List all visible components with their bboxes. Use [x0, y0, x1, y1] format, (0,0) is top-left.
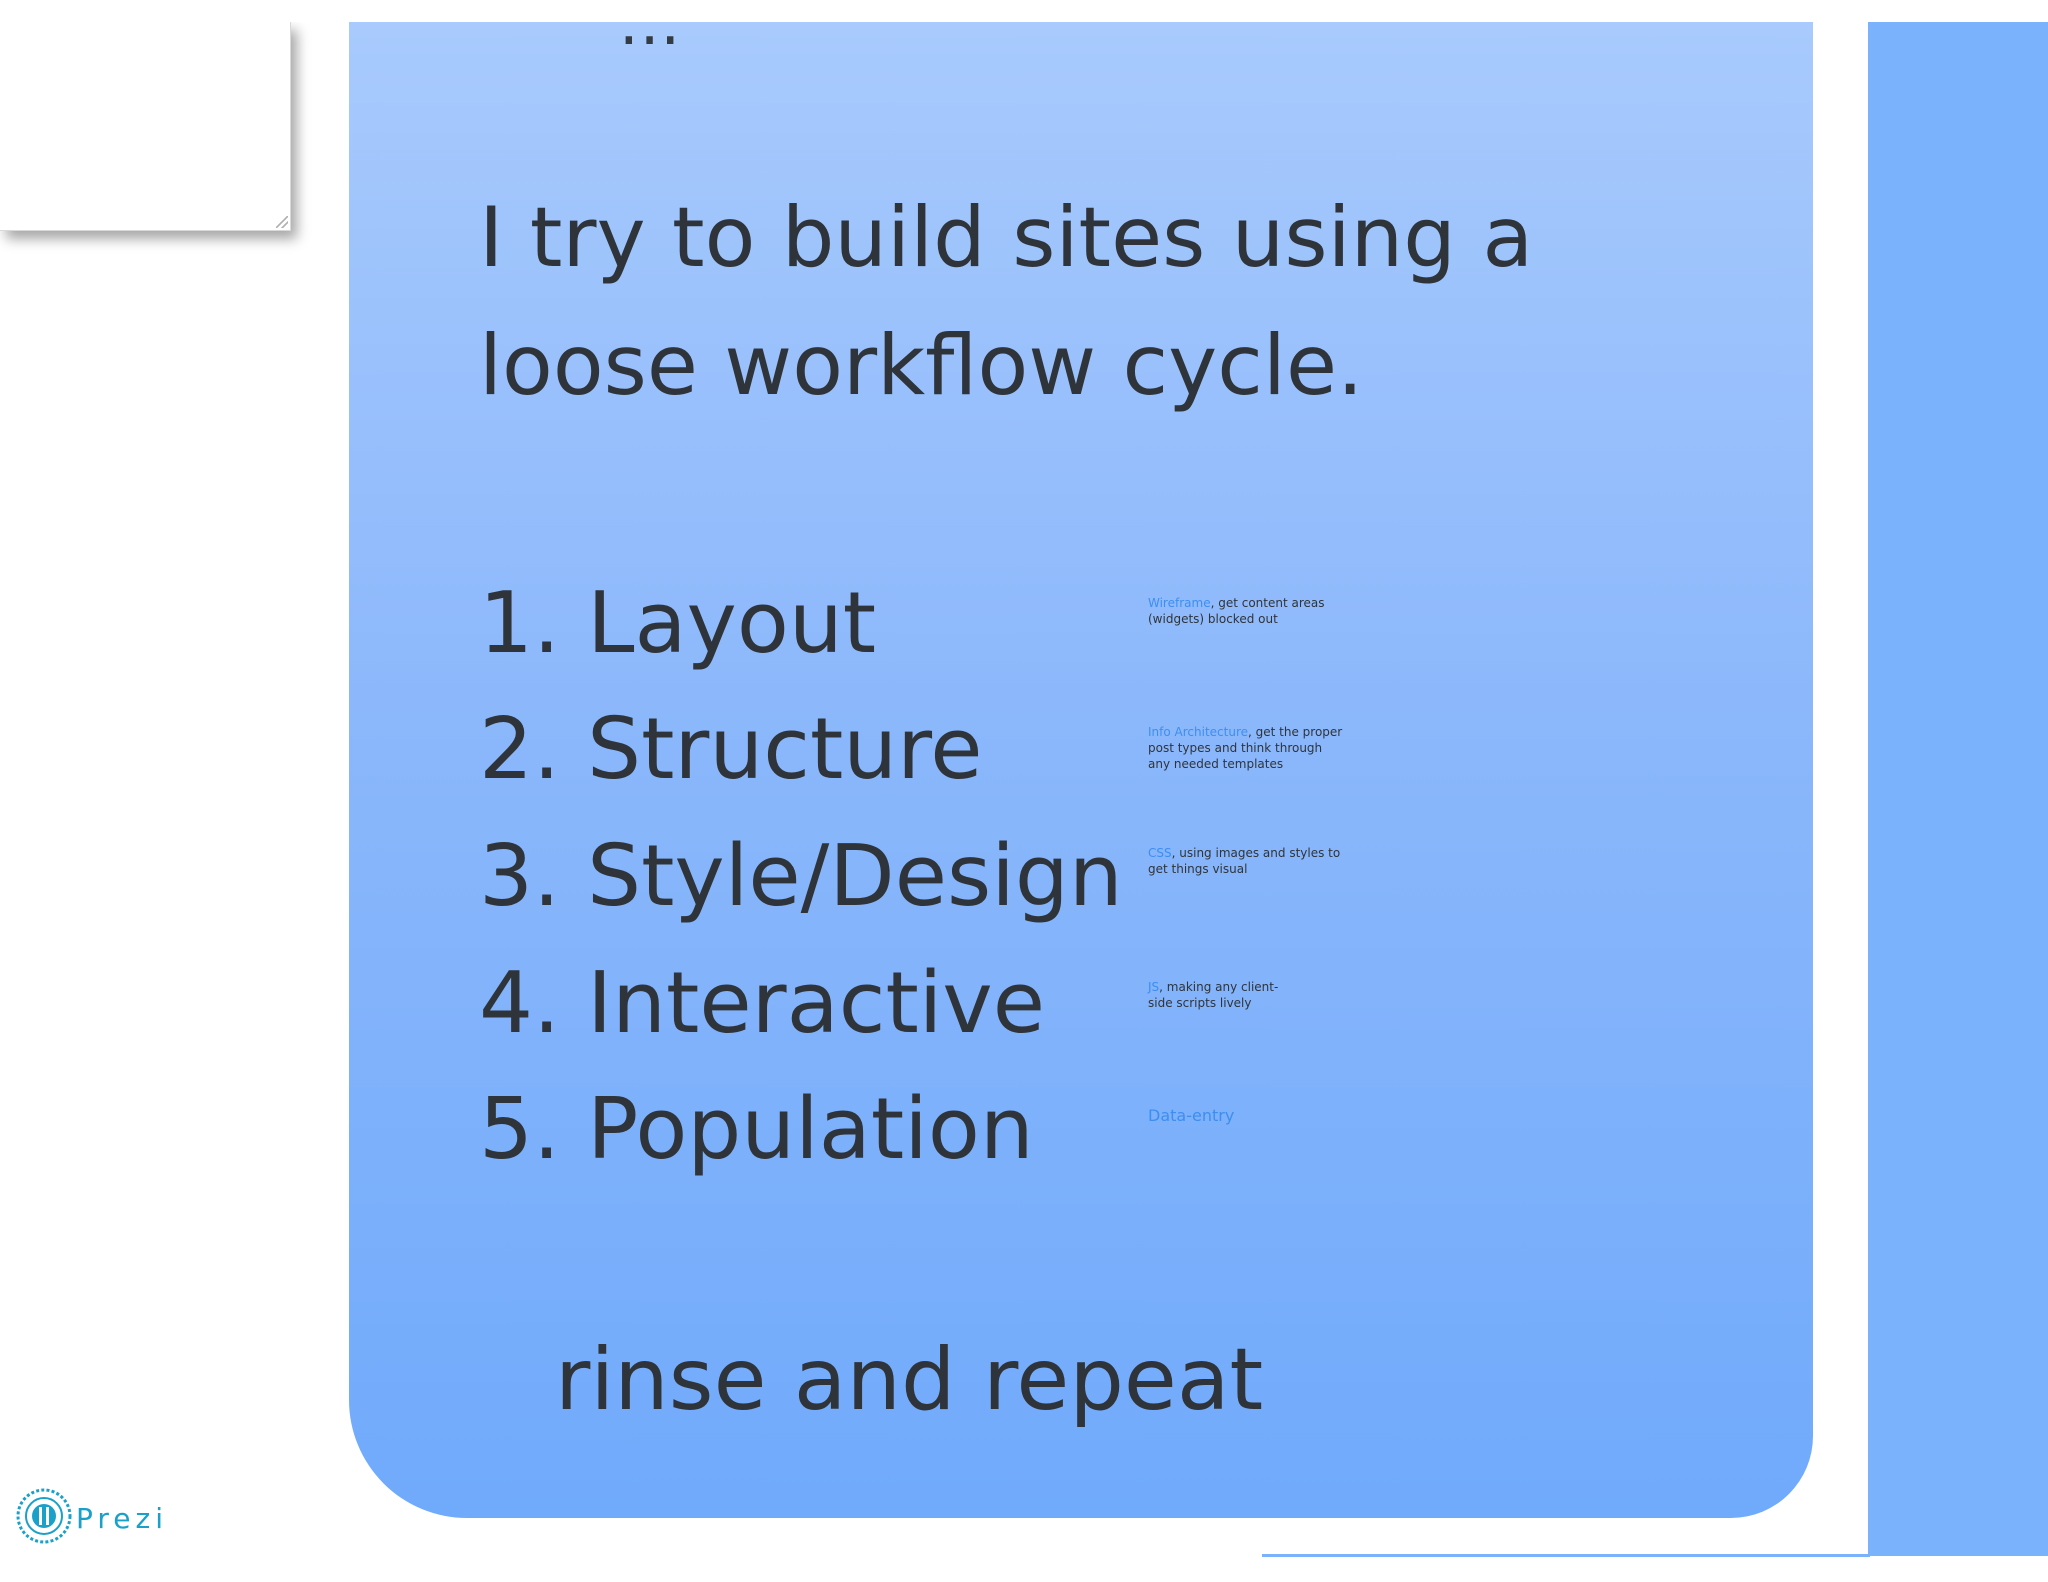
prezi-logo-icon	[16, 1488, 72, 1548]
note-structure: Info Architecture, get the proper post t…	[1148, 724, 1348, 772]
note-layout-keyword: Wireframe	[1148, 596, 1211, 610]
popup-panel	[0, 22, 291, 231]
step-interactive: 4. Interactive	[479, 954, 1045, 1053]
step-structure: 2. Structure	[479, 700, 983, 799]
note-population-keyword: Data-entry	[1148, 1106, 1235, 1125]
resize-grip-icon[interactable]	[276, 216, 288, 228]
top-edge	[0, 0, 2048, 22]
step-population: 5. Population	[479, 1080, 1034, 1179]
slide-card: ... I try to build sites using a loose w…	[349, 0, 1813, 1518]
note-interactive-keyword: JS	[1148, 980, 1160, 994]
note-style-text: , using images and styles to get things …	[1148, 846, 1341, 876]
note-structure-keyword: Info Architecture	[1148, 725, 1248, 739]
next-slide-edge	[1868, 22, 2048, 1556]
step-layout: 1. Layout	[479, 574, 877, 673]
prezi-logo[interactable]: Prezi	[16, 1488, 168, 1548]
step-style-design: 3. Style/Design	[479, 827, 1123, 926]
note-style-design: CSS, using images and styles to get thin…	[1148, 845, 1348, 877]
note-layout: Wireframe, get content areas (widgets) b…	[1148, 595, 1348, 627]
note-population: Data-entry	[1148, 1108, 1348, 1124]
slide-closing-text: rinse and repeat	[555, 1330, 1264, 1430]
note-structure-text: , get the proper post types and think th…	[1148, 725, 1343, 771]
slide-frame-line	[1262, 1554, 1870, 1557]
note-layout-text: , get content areas (widgets) blocked ou…	[1148, 596, 1325, 626]
note-interactive-text: , making any client-side scripts lively	[1148, 980, 1279, 1010]
prezi-logo-text: Prezi	[76, 1501, 168, 1535]
note-interactive: JS, making any client-side scripts livel…	[1148, 979, 1288, 1011]
note-style-keyword: CSS	[1148, 846, 1172, 860]
slide-heading: I try to build sites using a loose workf…	[479, 189, 1534, 414]
